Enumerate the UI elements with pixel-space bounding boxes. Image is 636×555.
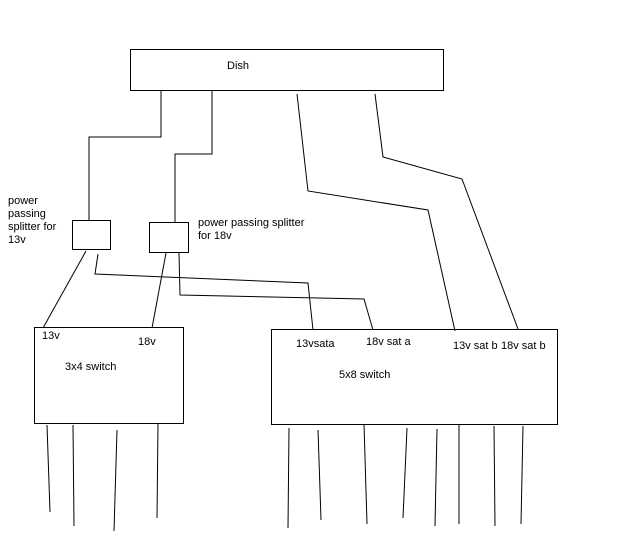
- switch-5x8-box: [271, 329, 558, 425]
- switch-5x8-label: 5x8 switch: [339, 369, 391, 381]
- wire-splitter-18v-to-3x4-18v: [151, 252, 167, 329]
- wire-splitter-13v-to-13vsata: [94, 253, 314, 331]
- dish-box: [130, 49, 444, 91]
- splitter-13v-box: [72, 220, 111, 250]
- switch-5x8-input-13vsata: 13vsata: [296, 338, 335, 350]
- output-3x4-1: [46, 424, 51, 513]
- switch-5x8-input-18v-sat-b: 18v sat b: [501, 340, 546, 352]
- switch-3x4-input-13v: 13v: [42, 330, 60, 342]
- output-3x4-4: [156, 423, 159, 519]
- switch-3x4-box: [34, 327, 184, 424]
- wire-splitter-18v-to-18v-sat-a: [178, 252, 374, 331]
- splitter-18v-label: power passing splitter for 18v: [198, 217, 305, 242]
- switch-5x8-input-18v-sat-a: 18v sat a: [366, 336, 411, 348]
- output-5x8-5: [434, 428, 438, 527]
- switch-3x4-input-18v: 18v: [138, 336, 156, 348]
- wire-dish-to-splitter-13v: [88, 91, 162, 220]
- switch-3x4-label: 3x4 switch: [65, 361, 117, 373]
- dish-label: Dish: [227, 60, 250, 72]
- wire-dish-to-13v-sat-b: [296, 93, 456, 332]
- wire-dish-to-18v-sat-b: [374, 93, 519, 330]
- output-5x8-8: [520, 425, 524, 525]
- wire-dish-to-splitter-18v: [174, 91, 213, 222]
- wire-splitter-13v-to-3x4-13v: [42, 250, 87, 329]
- output-5x8-3: [363, 423, 368, 525]
- output-3x4-2: [72, 424, 75, 527]
- splitter-18v-box: [149, 222, 189, 253]
- output-5x8-4: [402, 427, 408, 519]
- output-5x8-1: [287, 427, 290, 529]
- output-5x8-7: [493, 425, 496, 527]
- output-3x4-3: [113, 429, 118, 532]
- splitter-13v-label: power passing splitter for 13v: [8, 195, 57, 246]
- output-5x8-2: [317, 429, 322, 521]
- switch-5x8-input-13v-sat-b: 13v sat b: [453, 340, 498, 352]
